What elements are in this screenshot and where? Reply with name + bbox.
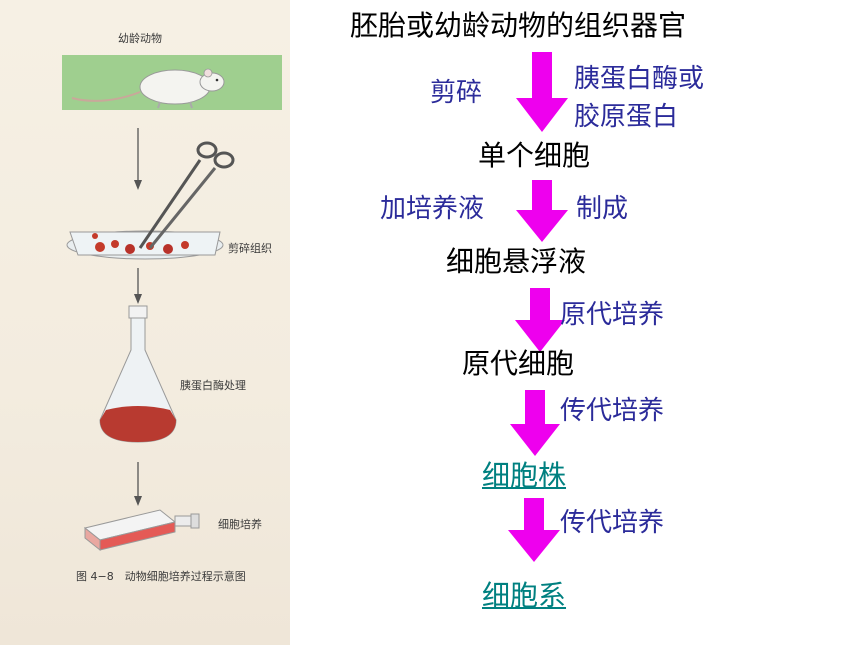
petri-dish-icon xyxy=(66,230,224,260)
edge-label-prepare: 制成 xyxy=(576,194,629,224)
node-cell-suspension: 细胞悬浮液 xyxy=(446,245,587,278)
edge-label-add-medium: 加培养液 xyxy=(380,194,485,224)
node-cell-line-link[interactable]: 细胞系 xyxy=(482,579,567,612)
edge-label-enzyme-line2: 胶原蛋白 xyxy=(574,102,679,132)
scissors-icon xyxy=(138,141,235,249)
culture-bottle-icon xyxy=(83,509,200,552)
illustration-graphics xyxy=(62,55,282,552)
flask-icon xyxy=(99,305,177,443)
edge-label-subculture-1: 传代培养 xyxy=(560,396,665,426)
edge-label-subculture-2: 传代培养 xyxy=(560,508,665,538)
step-label-mince-tissue: 剪碎组织 xyxy=(228,242,272,255)
step-label-cell-culture: 细胞培养 xyxy=(218,518,262,531)
node-cell-strain-link[interactable]: 细胞株 xyxy=(482,459,567,492)
step-label-young-animal: 幼龄动物 xyxy=(118,32,162,45)
arrow-down-1 xyxy=(516,52,568,132)
figure-caption: 图 4−8 动物细胞培养过程示意图 xyxy=(76,570,246,583)
arrow-down-4 xyxy=(510,390,560,456)
step-label-trypsin: 胰蛋白酶处理 xyxy=(180,379,246,392)
node-single-cell: 单个细胞 xyxy=(478,139,591,172)
arrow-down-5 xyxy=(508,498,560,562)
node-tissue-organ: 胚胎或幼龄动物的组织器官 xyxy=(350,9,687,42)
node-primary-cell: 原代细胞 xyxy=(462,347,575,380)
edge-label-mince: 剪碎 xyxy=(430,78,483,108)
edge-label-enzyme-line1: 胰蛋白酶或 xyxy=(574,64,705,94)
edge-label-primary-culture: 原代培养 xyxy=(560,300,665,330)
rat-icon xyxy=(71,68,225,109)
arrow-down-2 xyxy=(516,180,568,242)
arrow-down-3 xyxy=(515,288,565,352)
culture-process-illustration: 幼龄动物 剪碎组织 胰蛋白酶处理 细胞培养 图 4−8 动物细胞培养过程示意图 xyxy=(0,0,290,645)
